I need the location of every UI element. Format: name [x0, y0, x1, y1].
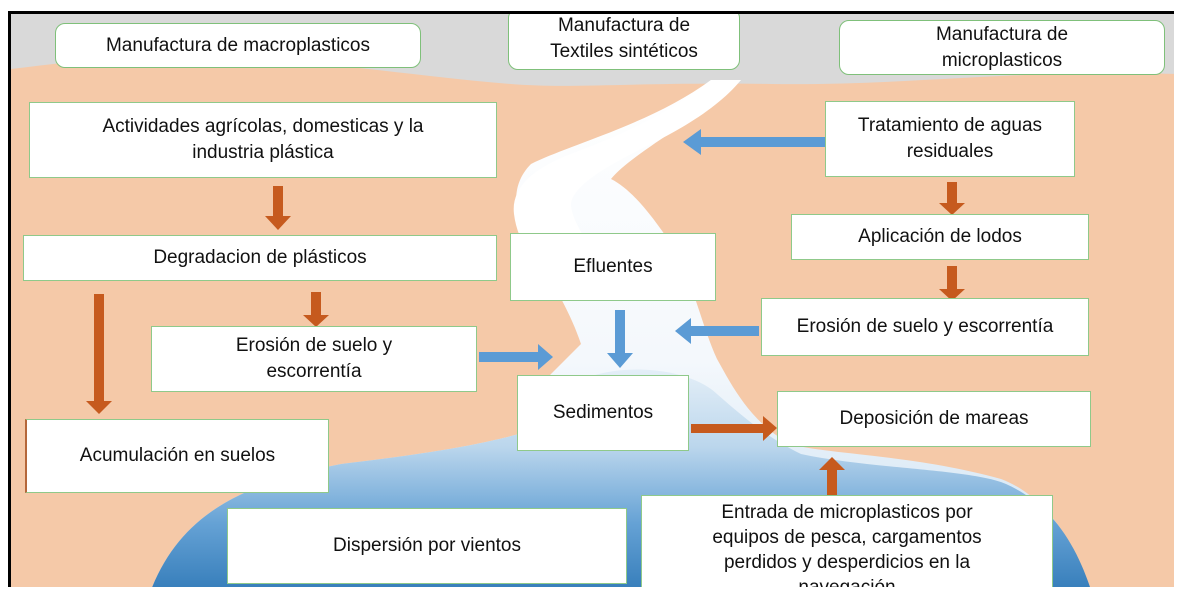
node-erosion-right-label: Erosión de suelo y escorrentía [796, 316, 1054, 338]
node-actividades: Actividades agrícolas, domesticas y la i… [29, 102, 497, 178]
arrow-tratamiento-river [683, 129, 825, 155]
node-mareas: Deposición de mareas [777, 391, 1091, 447]
arrow-efluentes-sedimentos [607, 310, 633, 368]
arrow-actividades-degradacion [265, 186, 291, 230]
node-entrada-label: Entrada de microplasticos por equipos de… [712, 502, 982, 587]
node-entrada: Entrada de microplasticos por equipos de… [641, 495, 1053, 587]
arrow-lodos-erosion [939, 266, 965, 301]
node-tratamiento-label: Tratamiento de aguas residuales [857, 115, 1043, 162]
arrow-degradacion-acumulacion [86, 294, 112, 414]
node-tratamiento: Tratamiento de aguas residuales [825, 101, 1075, 177]
arrow-degradacion-erosion [303, 292, 329, 327]
node-degradacion-label: Degradacion de plásticos [153, 247, 367, 269]
node-erosion-left-label: Erosión de suelo y escorrentía [235, 335, 393, 382]
diagram-canvas: Manufactura de macroplasticos Manufactur… [8, 11, 1174, 587]
node-erosion-left: Erosión de suelo y escorrentía [151, 326, 477, 392]
arrow-erosion-left-river [479, 344, 553, 370]
river-upper [513, 80, 741, 279]
node-textiles: Manufactura de Textiles sintéticos [508, 14, 740, 70]
arrows-layer [86, 129, 965, 497]
node-erosion-right: Erosión de suelo y escorrentía [761, 298, 1089, 356]
arrow-tratamiento-lodos [939, 182, 965, 215]
node-micro-label: Manufactura de microplasticos [935, 23, 1069, 71]
node-sedimentos: Sedimentos [517, 375, 689, 451]
node-dispersion: Dispersión por vientos [227, 508, 627, 584]
arrow-sedimentos-mareas [691, 416, 777, 441]
node-actividades-label: Actividades agrícolas, domesticas y la i… [102, 116, 424, 163]
node-sedimentos-label: Sedimentos [552, 402, 654, 424]
node-lodos-label: Aplicación de lodos [858, 226, 1022, 248]
node-mareas-label: Deposición de mareas [839, 408, 1029, 430]
node-efluentes: Efluentes [510, 233, 716, 301]
node-macro-label: Manufactura de macroplasticos [105, 34, 370, 56]
node-efluentes-label: Efluentes [573, 256, 653, 278]
node-acumulacion: Acumulación en suelos [25, 419, 329, 493]
node-lodos: Aplicación de lodos [791, 214, 1089, 260]
arrow-erosion-right-river [675, 318, 759, 344]
node-micro: Manufactura de microplasticos [839, 20, 1165, 75]
node-degradacion: Degradacion de plásticos [23, 235, 497, 281]
node-acumulacion-label: Acumulación en suelos [79, 445, 276, 467]
arrow-entrada-mareas [819, 457, 845, 497]
node-textiles-label: Manufactura de Textiles sintéticos [550, 15, 698, 62]
node-macro: Manufactura de macroplasticos [55, 23, 421, 68]
node-dispersion-label: Dispersión por vientos [333, 535, 521, 557]
